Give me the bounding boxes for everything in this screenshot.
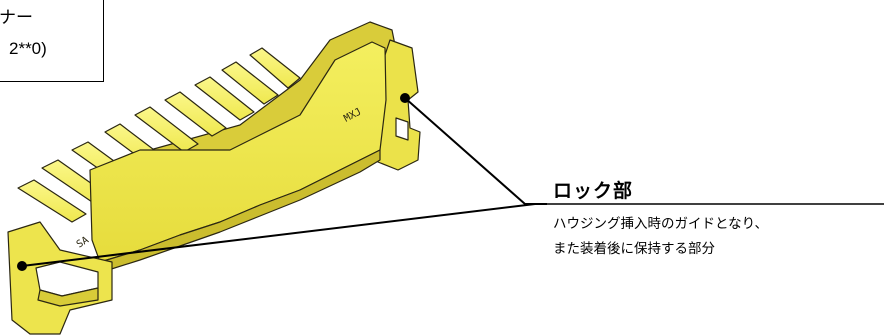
callout-description: ハウジング挿入時のガイドとなり、 また装着後に保持する部分 <box>553 212 768 262</box>
leader-line-upper <box>404 97 547 205</box>
retainer-part <box>7 21 421 335</box>
callout-description-line-1: ハウジング挿入時のガイドとなり、 <box>553 216 769 232</box>
tooth <box>164 91 227 137</box>
title-box: ナー 2**0) <box>0 0 104 82</box>
tooth <box>221 61 279 105</box>
tooth <box>194 76 255 121</box>
leader-line-lower <box>21 203 536 267</box>
title-line-2: 2**0) <box>9 39 47 58</box>
lock-slot-right <box>395 117 409 141</box>
callout-description-line-2: また装着後に保持する部分 <box>553 241 715 257</box>
leader-lines <box>21 97 884 267</box>
anchor-dot-lower <box>17 261 27 271</box>
tooth <box>249 47 301 89</box>
lock-slot-left-inner <box>37 287 99 307</box>
tooth <box>134 106 199 153</box>
anchor-dot-upper <box>400 93 410 103</box>
part-marking-left: SA <box>75 235 91 251</box>
callout-heading: ロック部 <box>553 180 634 202</box>
tooth <box>17 179 87 223</box>
title-line-1: ナー <box>0 8 33 28</box>
